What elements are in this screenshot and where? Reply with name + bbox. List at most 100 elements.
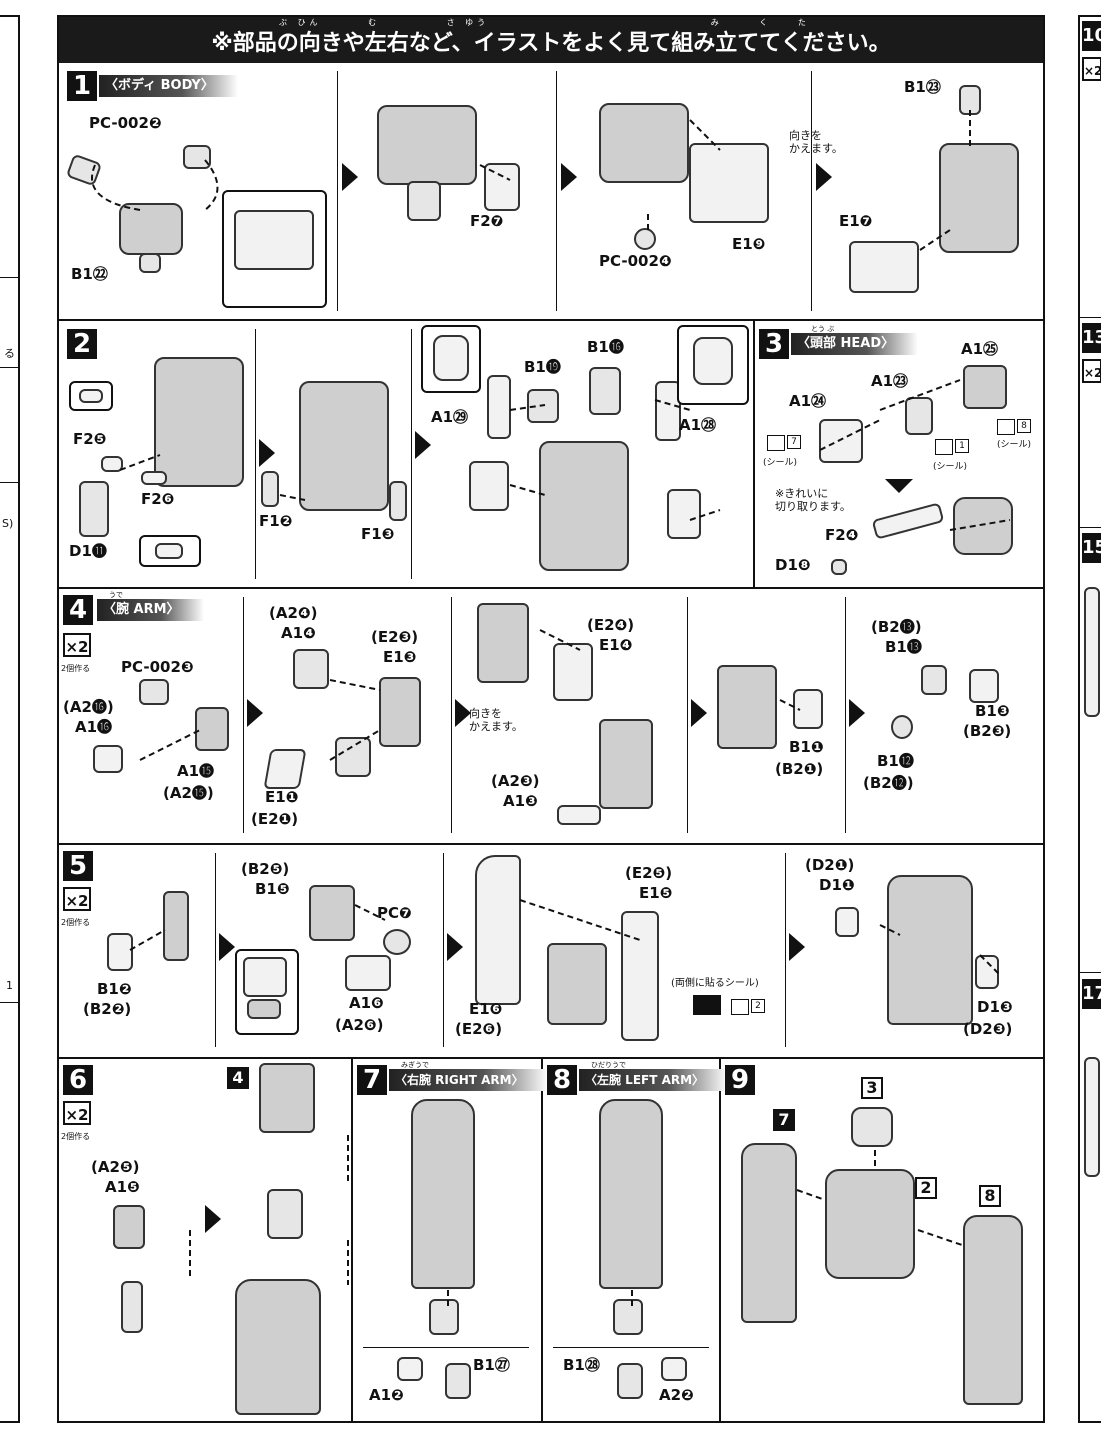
part-step6-arm-small (121, 1281, 143, 1333)
step-9-panel: 9 7 3 2 8 (721, 1059, 1043, 1421)
label-e2-6: (E2❻) (455, 1020, 503, 1038)
part-body-core (119, 203, 183, 255)
ruby-1: ぶ ひん (279, 18, 322, 27)
label-a2-16: (A2⓰) (63, 698, 114, 716)
step-2-number: 2 (67, 329, 97, 359)
sticker-2-icon (731, 999, 749, 1015)
label-pc-7: PC❼ (377, 904, 412, 922)
part-step6-elbow (267, 1189, 303, 1239)
part-arm-step4-c (717, 665, 777, 749)
label-d2-1: (D2❶) (805, 856, 855, 874)
label-a1-28: A1㉘ (679, 416, 717, 434)
label-a2-6: (A2❻) (335, 1016, 384, 1034)
part-arm-step4-a (477, 603, 529, 683)
part-a1-29 (487, 375, 511, 439)
label-e2-1: (E2❶) (251, 810, 299, 828)
part-head-assembled (953, 497, 1013, 555)
right-part-sketch (1084, 587, 1100, 717)
label-a2-2: A2❷ (659, 1386, 694, 1404)
label-e1-4: E1❹ (599, 636, 633, 654)
part-a1-4 (293, 649, 329, 689)
ruby-4: み (710, 18, 723, 27)
label-d2-3: (D2❸) (963, 1020, 1013, 1038)
part-a1-5 (113, 1205, 145, 1249)
step-7-title: 〈右腕 RIGHT ARM〉 (389, 1069, 548, 1091)
label-b2-2: (B2❷) (83, 1000, 132, 1018)
label-e1-9: E1❾ (732, 235, 766, 253)
part-arm-step5-c (887, 875, 973, 1025)
detail-box-body-cross-section (222, 190, 327, 308)
part-arm-step4-b (599, 719, 653, 809)
label-b1-23: B1㉓ (904, 78, 941, 96)
part-left-shoulder-joint (613, 1299, 643, 1335)
label-b1-3: B1❸ (975, 702, 1010, 720)
label-both-sides-sticker: (両側に貼るシール) (671, 978, 759, 989)
step-3-panel: 3 とう ぶ 〈頭部 HEAD〉 A1㉕ A1㉓ A1㉔ 7 (シール) 1 (… (753, 321, 1043, 589)
label-e1-7: E1❼ (839, 212, 873, 230)
part-a1-28 (655, 381, 681, 441)
main-frame (57, 15, 1045, 1423)
label-b2-3: (B2❸) (963, 722, 1012, 740)
part-f1-3 (389, 481, 407, 521)
label-f2-7: F2❼ (470, 212, 504, 230)
part-body-assembled-2 (599, 103, 689, 183)
label-e2-5: (E2❺) (625, 864, 673, 882)
header-banner: ぶ ひん む さ ゆう み く た ※部品の向きや左右など、イラストをよく見て組… (59, 17, 1043, 63)
ref-step-2: 2 (915, 1177, 937, 1199)
part-a1-6 (345, 955, 391, 991)
part-a1-16 (93, 745, 123, 773)
part-a1-23 (905, 397, 933, 435)
part-e1-9 (689, 143, 769, 223)
part-e1-5 (621, 911, 659, 1041)
sticker-both-sides-icon (693, 995, 721, 1015)
sticker-1: 1 (955, 439, 969, 453)
arrow-step3-down (885, 479, 913, 493)
part-b1-2 (107, 933, 133, 971)
sticker-7-icon (767, 435, 785, 451)
part-body-step2-a (154, 357, 244, 487)
label-f1-2: F1❷ (259, 512, 293, 530)
step-6-number: 6 (63, 1065, 93, 1095)
left-edge-text-3: 1 (6, 979, 13, 992)
part-pc-002-4-ball (634, 228, 656, 250)
step-7-number: 7 (357, 1065, 387, 1095)
step-4-number: 4 (63, 595, 93, 625)
step-8-ruby: ひだりうで (591, 1061, 626, 1069)
label-d1-11: D1⓫ (69, 542, 107, 560)
step-3-number: 3 (759, 329, 789, 359)
label-d1-3: D1❸ (977, 998, 1013, 1016)
step-6-x2: ×2 (63, 1101, 91, 1125)
label-turn-note-1: 向きを かえます。 (789, 129, 843, 155)
part-d1-3 (975, 955, 999, 989)
label-e1-1: E1❶ (265, 788, 299, 806)
step-1-title: 〈ボディ BODY〉 (99, 75, 238, 97)
part-a1-2-right (397, 1357, 423, 1381)
label-a2-3: (A2❸) (491, 772, 540, 790)
arrow-step4-b (455, 699, 471, 727)
part-step9-head (851, 1107, 893, 1147)
part-a1-15 (195, 707, 229, 751)
right-x2-badge-2: ×2 (1082, 359, 1101, 383)
sticker-8-label: (シール) (997, 440, 1032, 450)
part-step9-right-arm (741, 1143, 797, 1323)
ref-step-8: 8 (979, 1185, 1001, 1207)
part-body-step2-c (539, 441, 629, 571)
label-b2-12: (B2⓬) (863, 774, 914, 792)
label-b1-5: B1❺ (255, 880, 290, 898)
label-a2-5: (A2❺) (91, 1158, 140, 1176)
step-4-panel: 4 うで 〈腕 ARM〉 ×2 2個作る PC-002❸ (A2⓰) A1⓰ A… (59, 589, 1043, 845)
label-e2-4: (E2❹) (587, 616, 635, 634)
right-step-15: 15 (1082, 533, 1101, 563)
label-a1-25: A1㉕ (961, 340, 999, 358)
sticker-8-icon (997, 419, 1015, 435)
label-a1-2: A1❷ (369, 1386, 404, 1404)
label-a1-23: A1㉓ (871, 372, 909, 390)
label-b1-2: B1❷ (97, 980, 132, 998)
label-pc-002-3: PC-002❸ (121, 658, 194, 676)
part-step9-left-arm (963, 1215, 1023, 1405)
label-b1-28: B1㉘ (563, 1356, 600, 1374)
part-b1-28 (617, 1363, 643, 1399)
part-left-arm (599, 1099, 663, 1289)
label-f1-3: F1❸ (361, 525, 395, 543)
arrow-step4-a (247, 699, 263, 727)
